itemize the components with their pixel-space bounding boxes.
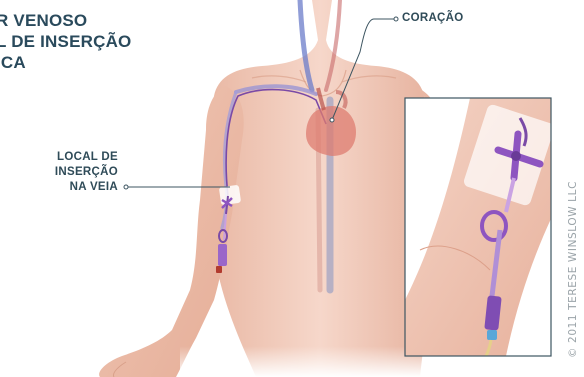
insertion-leader-dot [124,185,128,189]
fade-overlay [180,300,440,377]
inset-closeup [405,98,560,356]
label-insertion-line-3: NA VEIA [8,180,118,195]
label-insertion-site: LOCAL DE INSERÇÃO NA VEIA [8,150,118,195]
label-heart: CORAÇÃO [402,11,464,26]
title-line-1: R VENOSO [0,10,131,31]
heart-leader-dot [330,118,334,122]
title-line-2: L DE INSERÇÃO [0,31,131,52]
title-line-3: ICA [0,52,131,73]
label-insertion-line-2: INSERÇÃO [8,165,118,180]
label-insertion-line-1: LOCAL DE [8,150,118,165]
diagram-title: R VENOSO L DE INSERÇÃO ICA [0,10,131,73]
copyright-credit: © 2011 TERESE WINSLOW LLC [567,181,579,358]
